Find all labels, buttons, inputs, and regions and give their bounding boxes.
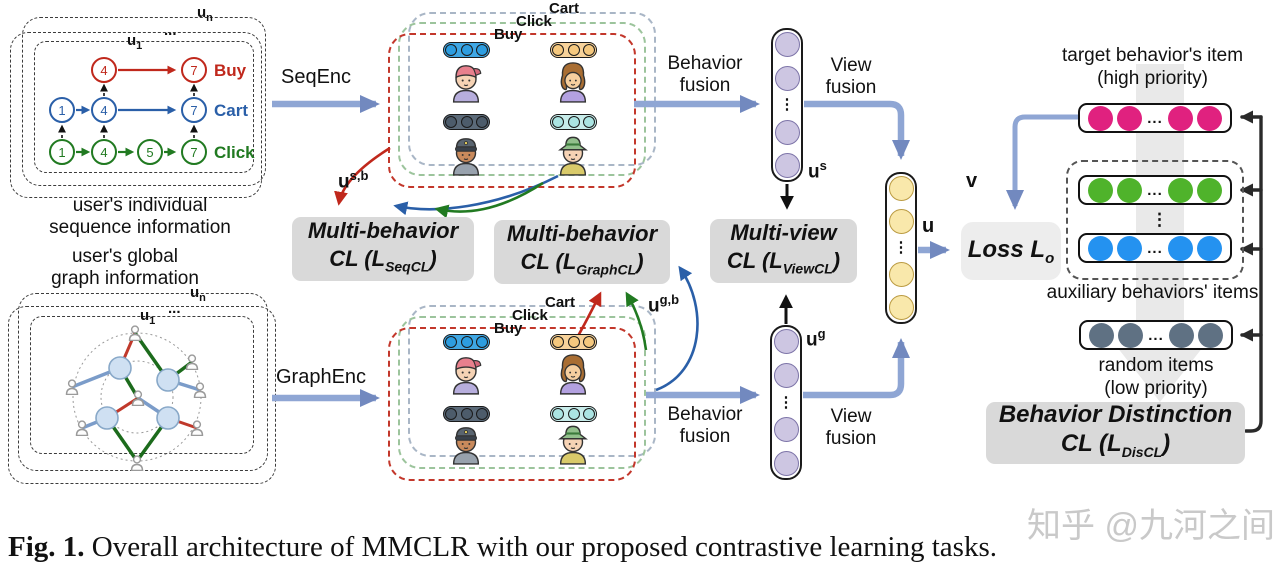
graphenc-label: GraphEnc bbox=[276, 366, 367, 388]
graph-caption: user's global graph information bbox=[51, 246, 199, 289]
graph-panel-buy-label: Buy bbox=[494, 320, 523, 337]
seq-panel-buy-box bbox=[388, 33, 636, 188]
loss-box: Loss Lo bbox=[961, 222, 1061, 280]
seq-view-embedding-column: ⋮ bbox=[771, 28, 803, 182]
graph-u1-label: u1 bbox=[140, 307, 156, 327]
auxiliary-items-label: auxiliary behaviors' items bbox=[1046, 282, 1259, 303]
seqcl-line1: Multi-behavior bbox=[307, 218, 459, 244]
avatar-farmer-icon bbox=[559, 136, 587, 176]
seqcl-box: Multi-behavior CL (LSeqCL) bbox=[292, 217, 474, 281]
item-pill-dark-2 bbox=[443, 406, 490, 422]
item-pill-cyan bbox=[550, 114, 597, 130]
auxiliary-items-box bbox=[1066, 160, 1244, 280]
graph-item-nodes bbox=[95, 356, 180, 430]
seq-panel-cart-box bbox=[408, 12, 656, 166]
u-g-label: ug bbox=[806, 326, 826, 351]
discl-line2: CL (LDisCL) bbox=[1060, 429, 1171, 460]
v-label: v bbox=[966, 170, 978, 192]
seq-panel-click-box bbox=[398, 22, 646, 176]
seq-node-cart-1: 1 bbox=[49, 97, 75, 123]
avatar-woman-icon-2 bbox=[559, 354, 587, 395]
figure-caption: Fig. 1. Overall architecture of MMCLR wi… bbox=[8, 531, 1278, 564]
u-s-label: us bbox=[808, 158, 827, 183]
graphcl-line2: CL (LGraphCL) bbox=[520, 249, 644, 278]
random-items-row: ... bbox=[1079, 320, 1233, 350]
avatar-police-icon bbox=[452, 138, 480, 176]
target-items-row: ... bbox=[1078, 103, 1232, 133]
aux-items-row-blue: ... bbox=[1078, 233, 1232, 263]
avatar-farmer-icon-2 bbox=[559, 425, 587, 465]
viewcl-line2: CL (LViewCL) bbox=[726, 248, 841, 277]
seq-node-click-5: 5 bbox=[137, 139, 163, 165]
random-items-label: random items(low priority) bbox=[1098, 355, 1214, 399]
u-gb-label: ug,b bbox=[648, 292, 680, 317]
seqcl-line2: CL (LSeqCL) bbox=[329, 246, 437, 275]
seq-user-box-u1 bbox=[34, 41, 254, 173]
seq-label-click: Click bbox=[214, 143, 255, 162]
avatar-police-icon-2 bbox=[452, 427, 480, 465]
seq-node-cart-4: 4 bbox=[91, 97, 117, 123]
graphcl-box: Multi-behavior CL (LGraphCL) bbox=[494, 220, 670, 284]
graph-panel-buy-box bbox=[388, 327, 636, 481]
discl-line1: Behavior Distinction bbox=[998, 400, 1233, 428]
u-label: u bbox=[922, 215, 935, 237]
figure-caption-text: Overall architecture of MMCLR with our p… bbox=[91, 531, 997, 563]
figure-caption-label: Fig. 1. bbox=[8, 531, 85, 563]
viewcl-line1: Multi-view bbox=[730, 220, 837, 246]
seq-panel-buy-label: Buy bbox=[494, 26, 523, 43]
seq-node-click-1: 1 bbox=[49, 139, 75, 165]
graph-view-embedding-column: ⋮ bbox=[770, 325, 802, 480]
seq-panel-click-label: Click bbox=[516, 13, 552, 30]
seq-u1-label: u1 bbox=[127, 32, 143, 52]
graph-panel-click-label: Click bbox=[512, 307, 548, 324]
item-pill-orange-2 bbox=[550, 334, 597, 350]
seq-node-click-4: 4 bbox=[91, 139, 117, 165]
aux-rows-dots: ⋮ bbox=[1151, 210, 1168, 229]
seq-un-label: un bbox=[197, 4, 213, 24]
target-items-label: target behavior's item(high priority) bbox=[1061, 45, 1244, 89]
seq-dots-label: ... bbox=[164, 22, 177, 39]
graph-panel-cart-box bbox=[408, 305, 656, 457]
graph-dots-label: ... bbox=[168, 300, 181, 317]
aux-items-row-green: ... bbox=[1078, 175, 1232, 205]
item-pill-dark bbox=[443, 114, 490, 130]
seq-node-cart-7: 7 bbox=[181, 97, 207, 123]
item-pill-blue bbox=[443, 42, 490, 58]
discl-box: Behavior Distinction CL (LDisCL) bbox=[986, 400, 1245, 464]
seq-node-click-7: 7 bbox=[181, 139, 207, 165]
watermark: 知乎 @九河之间 bbox=[1027, 507, 1275, 545]
seq-label-cart: Cart bbox=[214, 101, 249, 120]
seqenc-label: SeqEnc bbox=[281, 66, 352, 88]
graphcl-line1: Multi-behavior bbox=[506, 221, 658, 247]
graph-panel-click-box bbox=[398, 316, 646, 469]
seq-user-box-outer bbox=[10, 32, 262, 198]
item-pill-blue-2 bbox=[443, 334, 490, 350]
u-sb-label: us,b bbox=[338, 168, 369, 193]
avatar-woman-icon bbox=[559, 62, 587, 103]
avatar-boy-icon-2 bbox=[452, 357, 482, 395]
seq-caption: user's individual sequence information bbox=[49, 195, 231, 238]
avatar-boy-icon bbox=[452, 65, 482, 103]
seq-node-buy-4: 4 bbox=[91, 57, 117, 83]
seq-node-buy-7: 7 bbox=[181, 57, 207, 83]
graph-un-label: un bbox=[190, 284, 206, 304]
viewcl-box: Multi-view CL (LViewCL) bbox=[710, 219, 857, 283]
item-pill-orange bbox=[550, 42, 597, 58]
seq-label-buy: Buy bbox=[214, 61, 247, 80]
seq-panel-cart-label: Cart bbox=[549, 0, 580, 17]
seq-user-box-un bbox=[22, 17, 266, 186]
graph-panel-cart-label: Cart bbox=[545, 294, 576, 311]
fused-embedding-column: ⋮ bbox=[885, 172, 917, 324]
item-pill-cyan-2 bbox=[550, 406, 597, 422]
